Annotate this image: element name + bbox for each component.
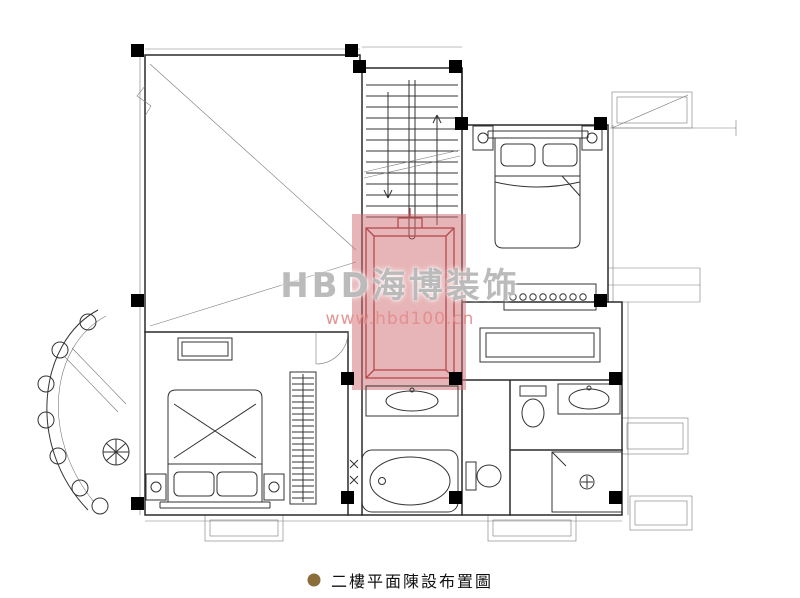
faucet (409, 387, 415, 393)
structural-columns (131, 44, 622, 510)
void-room-diagonals (149, 63, 357, 327)
nightstand (472, 125, 494, 151)
bathtub-outline (361, 449, 459, 513)
highlight-fill (352, 214, 466, 390)
wardrobe-hangers (292, 377, 314, 499)
bathroom-center (349, 385, 459, 513)
headboard (159, 501, 271, 509)
bathtub-drain (378, 477, 386, 485)
bedroom-bottom-left (145, 331, 349, 509)
blanket (168, 403, 262, 465)
side-table-inner (181, 341, 229, 357)
sink (385, 390, 439, 412)
lamp (268, 481, 280, 493)
bed-outline (167, 389, 263, 503)
shower (551, 451, 623, 513)
nightstand (263, 473, 285, 501)
cabinet-inner (485, 332, 595, 358)
lamp (477, 132, 489, 144)
pillow (216, 471, 258, 497)
toilet-tank (465, 461, 477, 491)
shower-drain (579, 474, 595, 490)
elevator-car-outline (365, 208, 455, 379)
pillow (500, 143, 536, 167)
vanity (557, 383, 621, 415)
caption-bullet-icon (307, 573, 321, 587)
lamp (586, 132, 598, 144)
spiral-balcony (37, 309, 130, 515)
caption: 二樓平面陳設布置圖 (0, 568, 800, 592)
bed-outline (494, 138, 581, 249)
sink (568, 388, 610, 410)
vanity (365, 385, 459, 417)
pillow (173, 471, 215, 497)
faucet (586, 385, 592, 391)
elevator-shaft-highlight (352, 208, 466, 390)
construction-lines (139, 46, 737, 542)
caption-text: 二樓平面陳設布置圖 (330, 572, 493, 591)
toilet-bowl (476, 464, 502, 488)
dresser-items (509, 293, 587, 301)
side-table (177, 337, 233, 361)
valves (349, 459, 359, 485)
toilet-bowl (521, 398, 545, 428)
bathroom-right (465, 383, 623, 513)
nightstand (581, 125, 603, 151)
cabinet (479, 327, 601, 363)
lamp (150, 481, 162, 493)
toilet-tank (519, 385, 547, 397)
door-swing (315, 331, 349, 365)
blanket (494, 175, 581, 197)
nightstand (145, 473, 167, 501)
headboard (487, 130, 589, 139)
bedroom-top-right (472, 125, 603, 363)
pillow (542, 143, 578, 167)
wardrobe (289, 371, 317, 505)
bathtub (369, 456, 451, 506)
